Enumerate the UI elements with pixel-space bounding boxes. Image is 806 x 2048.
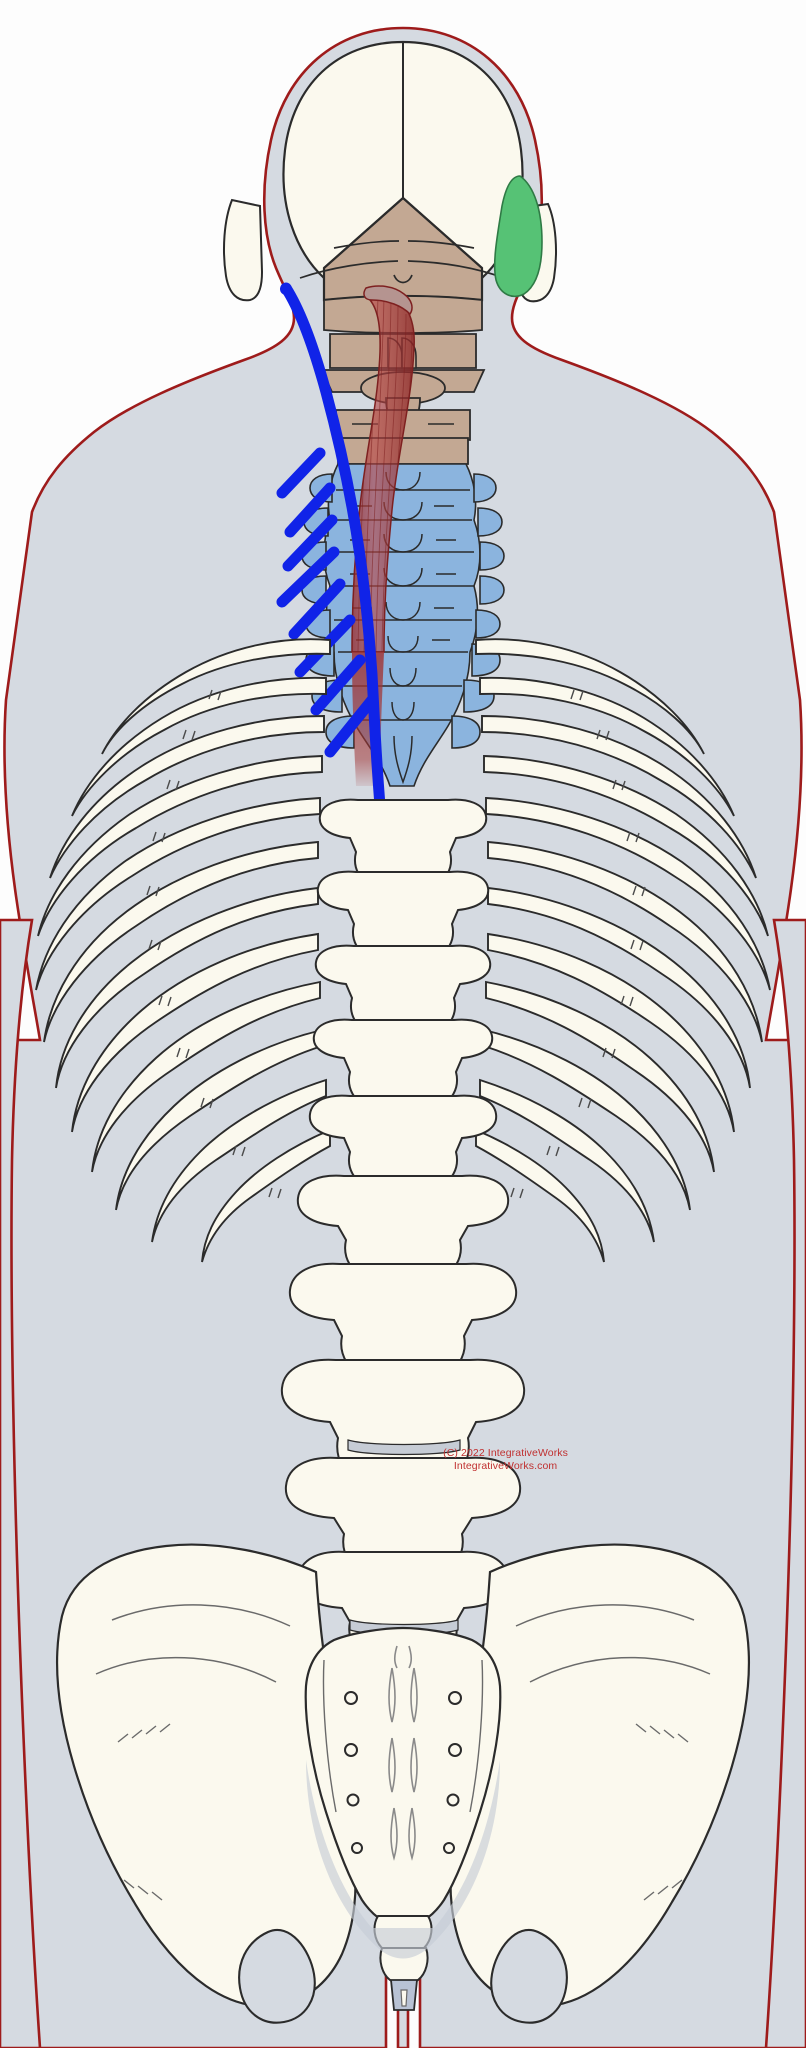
rib-left-8 <box>71 932 319 1133</box>
iliac-texture-left <box>117 1723 171 1901</box>
lambdoid-suture-left <box>323 197 404 269</box>
rib-right-1 <box>475 638 705 755</box>
pelvis <box>56 1543 750 2024</box>
rib-left-4 <box>37 755 323 937</box>
highlighted-vertebrae-block <box>301 463 505 787</box>
iliac-fossa-lines <box>95 1604 711 1683</box>
green-muscle-patch <box>493 175 543 298</box>
rib-right-10 <box>483 1028 691 1211</box>
obturator-foramen-left <box>238 1929 316 2024</box>
rib-cage <box>35 638 771 1263</box>
rib-left-3 <box>49 715 325 879</box>
rib-right-12 <box>475 1128 605 1263</box>
pelvic-inlet-shadow <box>306 1760 500 1959</box>
sacral-ala-lines <box>322 1659 484 1813</box>
rib-left-11 <box>151 1078 327 1243</box>
rib-left-10 <box>115 1028 323 1211</box>
external-occipital-protuberance <box>393 274 413 284</box>
occipital-attachment-highlight <box>493 175 543 298</box>
blue-muscle-origin-point <box>280 283 292 295</box>
coccyx-tip-detail <box>400 1989 408 2007</box>
inferior-nuchal-line-left <box>299 260 399 279</box>
rib-right-2 <box>479 676 735 817</box>
rib-right-7 <box>487 886 751 1089</box>
rib-right-9 <box>485 980 715 1173</box>
superior-nuchal-line-left <box>333 240 400 249</box>
rib-right-4 <box>483 755 769 937</box>
rib-right-8 <box>487 932 735 1133</box>
obturator-foramen-right <box>490 1929 568 2024</box>
blue-muscle-main-stroke <box>280 282 386 812</box>
rib-right-11 <box>479 1078 655 1243</box>
rib-left-9 <box>91 980 321 1173</box>
rib-right-3 <box>481 715 757 879</box>
superior-nuchal-line-right <box>407 240 475 249</box>
thoracolumbar-vertebrae <box>280 798 526 1732</box>
red-muscle-tendon <box>363 285 413 316</box>
mastoid-process-left <box>223 198 264 302</box>
rib-left-12 <box>201 1128 331 1263</box>
rib-left-2 <box>71 676 327 817</box>
rib-left-5 <box>35 796 321 991</box>
rib-left-6 <box>43 840 319 1043</box>
rib-left-1 <box>101 638 331 755</box>
vertebra-C4 <box>337 437 469 465</box>
lambdoid-suture-right <box>402 197 483 269</box>
rib-left-7 <box>55 886 319 1089</box>
iliac-texture-right <box>635 1723 689 1901</box>
rib-right-6 <box>487 840 763 1043</box>
sacral-crest <box>388 1645 418 1861</box>
sacral-foramina <box>344 1691 462 1854</box>
